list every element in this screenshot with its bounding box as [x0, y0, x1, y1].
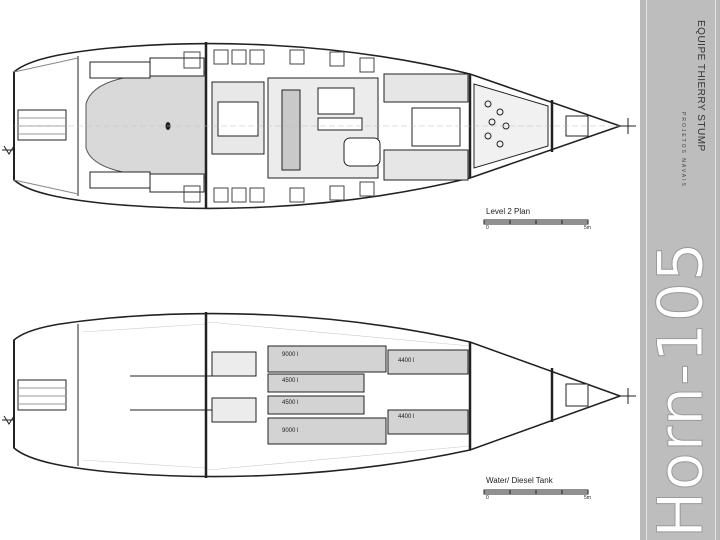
level2-plan: [2, 42, 636, 225]
scale-bar-bottom: [483, 489, 589, 495]
tank-stbd-fwd: [387, 409, 469, 435]
tank-port-diesel: [267, 373, 365, 393]
tank-plan: [2, 312, 636, 495]
tank-label-port-water: 9000 l: [282, 352, 299, 358]
tank-label-stbd-water: 9000 l: [282, 428, 299, 434]
firm-subtitle: PROJETOS NAVAIS: [680, 112, 686, 188]
tank-port-fwd: [387, 349, 469, 375]
tank-label-stbd-fwd: 4400 l: [398, 414, 415, 420]
title-sidebar: [640, 0, 720, 540]
title-sidebar-panel: [646, 0, 716, 540]
scale-zero-top: 0: [486, 225, 489, 231]
firm-name: EQUIPE THIERRY STUMP: [695, 20, 706, 152]
stern-steps-bottom: [17, 379, 67, 411]
scale-zero-bottom: 0: [486, 495, 489, 501]
scale-end-top: 5m: [584, 225, 591, 231]
model-name: Horn-105: [644, 241, 718, 539]
tank-label-port-fwd: 4400 l: [398, 358, 415, 364]
scale-bar-top: [483, 219, 589, 225]
tank-label-port-diesel: 4500 l: [282, 378, 299, 384]
scale-end-bottom: 5m: [584, 495, 591, 501]
tank-plan-title: Water/ Diesel Tank: [486, 476, 553, 485]
tank-port-water: [267, 345, 387, 373]
tank-label-stbd-diesel: 4500 l: [282, 400, 299, 406]
tank-stbd-diesel: [267, 395, 365, 415]
hull-outline-bottom: [13, 312, 623, 478]
level2-plan-title: Level 2 Plan: [486, 207, 531, 216]
storage-boxes: [183, 49, 375, 203]
stern-steps: [17, 109, 67, 141]
saloon-area: [85, 71, 207, 179]
tank-stbd-water: [267, 417, 387, 445]
